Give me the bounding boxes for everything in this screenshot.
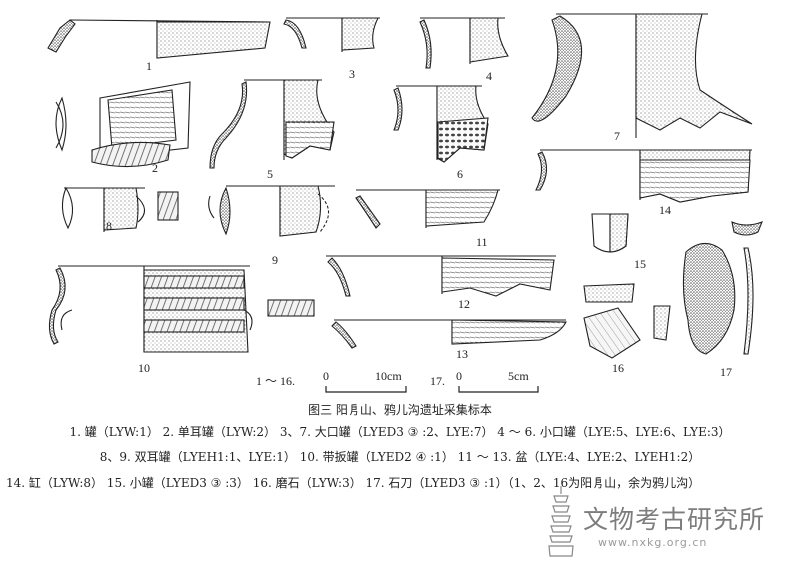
scale-bar-17: 17. 0 5cm [430, 369, 539, 393]
specimen-label-7: 7 [614, 129, 620, 143]
specimen-2-single-handle-jar-drawing [55, 81, 191, 168]
specimen-label-14: 14 [659, 203, 671, 217]
specimen-14-vat-drawing [535, 149, 752, 203]
specimen-label-3: 3 [349, 67, 355, 81]
scale-bar-1-16: 1 ～ 16. 0 10cm [256, 369, 407, 393]
specimen-11-basin-drawing [355, 189, 500, 229]
specimen-label-15: 15 [634, 257, 646, 271]
specimen-10-jar-with-knob-handles-drawing [48, 265, 315, 353]
specimen-12-basin-drawing [326, 255, 556, 297]
specimen-17-stone-knife-drawing [682, 242, 754, 355]
specimen-label-5: 5 [267, 167, 273, 181]
figure-title: 图三 阳㐆山、鸦儿沟遗址采集标本 [308, 403, 492, 417]
specimen-8-double-handle-jar-drawing [61, 186, 179, 232]
figure-caption-line: 8、9. 双耳罐（LYEH1:1、LYE:1） 10. 带扳罐（LYED2 ④ … [99, 450, 701, 464]
specimen-1-jar-drawing [47, 19, 271, 59]
specimen-label-1: 1 [146, 59, 152, 73]
specimen-label-12: 12 [458, 297, 470, 311]
figure-caption-line: 14. 缸（LYW:8） 15. 小罐（LYED3 ③ :3） 16. 磨石（L… [6, 476, 701, 490]
specimen-label-16: 16 [612, 361, 624, 375]
specimen-15-small-jar-drawing [591, 213, 763, 253]
specimen-4-small-mouth-jar-drawing [419, 17, 509, 69]
specimen-7-large-mouth-jar-drawing [531, 13, 753, 138]
specimen-5-small-mouth-jar-drawing [209, 79, 335, 169]
watermark-url: www.nxkg.org.cn [598, 536, 708, 549]
specimen-9-double-handle-jar-drawing [208, 185, 335, 237]
scale-range-label: 1 ～ 16. [256, 374, 295, 388]
specimen-6-small-mouth-jar-drawing [393, 85, 489, 163]
specimen-label-11: 11 [476, 235, 488, 249]
specimen-label-13: 13 [456, 347, 468, 361]
artifact-drawing-plate: 1 2 3 4 5 6 7 8 9 10 11 12 13 14 15 16 1… [47, 13, 763, 393]
scale-range-label: 17. [430, 374, 445, 388]
specimen-3-large-mouth-jar-drawing [283, 17, 380, 52]
specimen-label-6: 6 [457, 167, 463, 181]
figure-caption-line: 1. 罐（LYW:1） 2. 单耳罐（LYW:2） 3、7. 大口罐（LYED3… [69, 425, 731, 439]
specimen-16-grinding-stone-drawing [583, 283, 671, 359]
specimen-label-8: 8 [106, 219, 112, 233]
specimen-label-10: 10 [138, 361, 150, 375]
scale-end-label: 10cm [375, 369, 402, 383]
specimen-label-2: 2 [152, 161, 158, 175]
specimen-13-basin-drawing [331, 319, 567, 349]
specimen-label-4: 4 [486, 69, 492, 83]
scale-end-label: 5cm [508, 369, 529, 383]
pagoda-logo-icon [548, 486, 574, 557]
specimen-label-17: 17 [720, 365, 732, 379]
scale-start-label: 0 [323, 369, 329, 383]
scale-start-label: 0 [456, 369, 462, 383]
specimen-label-9: 9 [272, 253, 278, 267]
watermark-institute-name: 文物考古研究所 [583, 505, 766, 534]
